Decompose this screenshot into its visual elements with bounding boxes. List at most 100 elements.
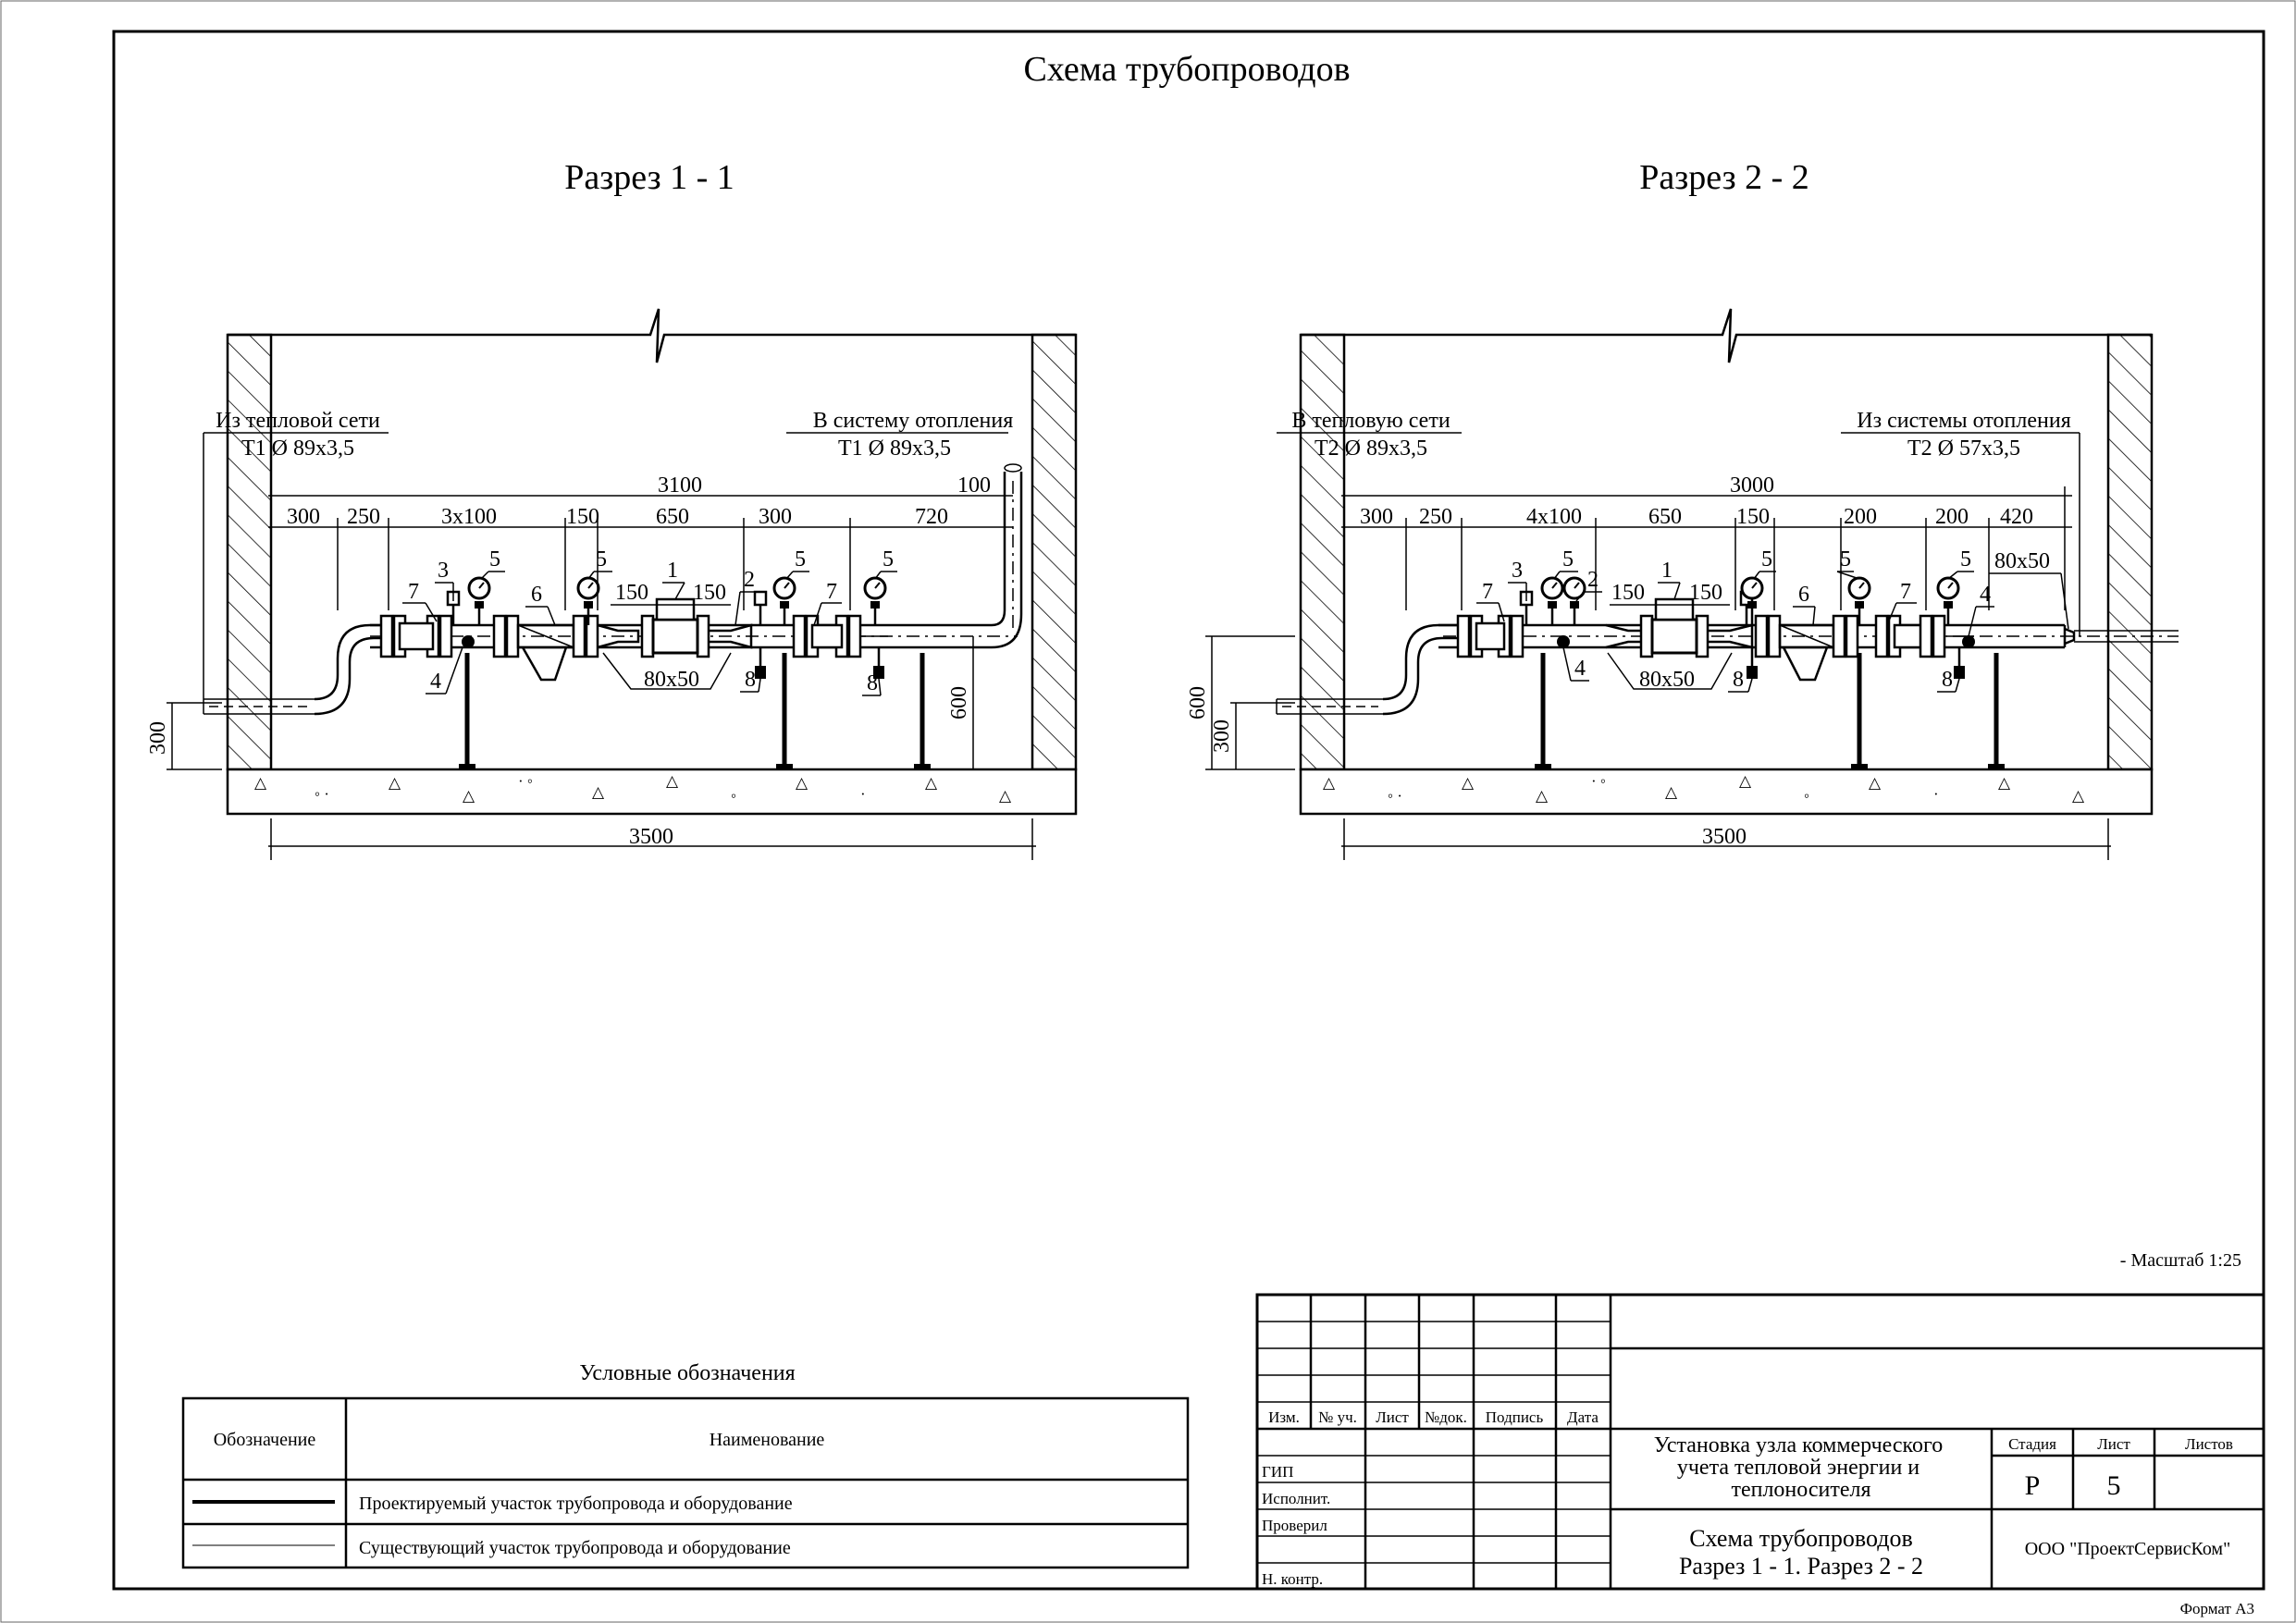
s2-dim-inner-1: 150: [1689, 581, 1722, 605]
svg-text:△: △: [1536, 787, 1549, 805]
svg-text:△: △: [389, 774, 401, 792]
svg-text:·: ·: [1933, 785, 1939, 803]
s2-dim-h-outer: 600: [1186, 686, 1210, 719]
s1-dim-ticks: [270, 486, 1006, 610]
s2-leaders: [1476, 571, 1994, 693]
s2-item-7a: 7: [1482, 580, 1493, 604]
svg-text:◦: ◦: [1804, 787, 1809, 805]
inlet-pipe-existing-2: [1276, 698, 1383, 715]
floor-aggregate-2: △◦ ·△ △· ◦△ △◦△ ·△△: [1323, 772, 2085, 805]
tb-sheets-label: Листов: [2185, 1435, 2233, 1453]
s1-item-7b: 7: [826, 580, 837, 604]
svg-text:△: △: [1998, 774, 2011, 792]
tb-stage-label: Стадия: [2008, 1435, 2056, 1453]
s2-outlet-pipe: Т2 Ø 57х3,5: [1907, 436, 2020, 461]
s1-dim-2: 3х100: [441, 505, 497, 529]
svg-text:△: △: [592, 783, 605, 801]
svg-text:△: △: [2072, 787, 2085, 805]
wall-right-2: [2106, 333, 2154, 771]
legend: Условные обозначения Обозначение Наимено…: [181, 1361, 1190, 1569]
s1-item-5d: 5: [883, 547, 894, 572]
scale-note: - Масштаб 1:25: [2120, 1250, 2241, 1271]
wall-right: [1031, 333, 1078, 771]
s2-item-3: 3: [1512, 559, 1523, 583]
svg-text:◦ ·: ◦ ·: [1388, 787, 1402, 805]
s2-dim-h-inner: 300: [1210, 719, 1234, 753]
s2-dim-inner-0: 150: [1611, 581, 1645, 605]
page-title: Схема трубопроводов: [1023, 50, 1350, 89]
section-2-title: Разрез 2 - 2: [1639, 158, 1809, 197]
svg-text:△: △: [925, 774, 938, 792]
s2-outlet-label: Из системы отопления: [1857, 409, 2070, 433]
section-1-title: Разрез 1 - 1: [564, 158, 734, 197]
s2-inlet-label: В тепловую сети: [1291, 409, 1450, 433]
svg-text:· ◦: · ◦: [518, 772, 533, 790]
s2-item-2: 2: [1587, 568, 1599, 592]
s1-dim-total: 3100: [658, 473, 702, 498]
tb-role-nkontr: Н. контр.: [1262, 1570, 1323, 1588]
s2-inlet-pipe: Т2 Ø 89х3,5: [1315, 436, 1427, 461]
tb-drawing-title-1: Схема трубопроводов: [1689, 1525, 1913, 1552]
s2-item-5a: 5: [1562, 547, 1574, 572]
s2-reducer-right: 80х50: [1994, 549, 2050, 573]
s1-dim-4: 650: [656, 505, 689, 529]
floor-slab: [226, 768, 1078, 816]
s2-item-4b: 4: [1980, 583, 1991, 607]
s1-dim-6: 720: [915, 505, 948, 529]
tb-h-podpis: Подпись: [1486, 1408, 1544, 1426]
s2-dim-6: 200: [1935, 505, 1969, 529]
s2-item-5d: 5: [1960, 547, 1971, 572]
s1-dim-h-right: 600: [947, 686, 971, 719]
s2-dim-5: 200: [1844, 505, 1877, 529]
floor-slab-2: [1299, 768, 2154, 816]
tb-role-proveril: Проверил: [1262, 1517, 1327, 1534]
svg-text:◦ ·: ◦ ·: [315, 785, 329, 803]
wall-left-2: [1299, 333, 1346, 771]
legend-row1-text: Проектируемый участок трубопровода и обо…: [359, 1494, 793, 1514]
svg-text:◦: ◦: [731, 787, 736, 805]
tb-stage: Р: [2025, 1470, 2041, 1501]
svg-text:△: △: [1869, 774, 1882, 792]
s2-dim-bottom: 3500: [1702, 825, 1747, 849]
tb-h-ndok: №док.: [1425, 1408, 1467, 1426]
svg-text:△: △: [1462, 774, 1475, 792]
s1-dim-3: 150: [566, 505, 599, 529]
s2-item-5b: 5: [1761, 547, 1772, 572]
section-1-1: Разрез 1 - 1 △◦ ·△ △· ◦△ △◦△ ·△△: [146, 158, 1078, 860]
tb-company: ООО "ПроектСервисКом": [2025, 1539, 2231, 1559]
s1-outlet-pipe: Т1 Ø 89х3,5: [838, 436, 951, 461]
s1-dim-riser: 100: [957, 473, 991, 498]
svg-text:· ◦: · ◦: [1591, 772, 1606, 790]
format-label: Формат А3: [2180, 1600, 2254, 1617]
s2-dim-2: 4х100: [1526, 505, 1582, 529]
s2-item-7b: 7: [1900, 580, 1911, 604]
title-block: Изм. № уч. Лист №док. Подпись Дата ГИП И…: [1255, 1293, 2265, 1617]
s2-dim-3: 650: [1648, 505, 1682, 529]
s2-item-5c: 5: [1840, 547, 1851, 572]
wall-left: [226, 333, 273, 771]
s1-dim-inner-0: 150: [615, 581, 648, 605]
tb-role-ispolnit: Исполнит.: [1262, 1490, 1330, 1507]
s1-item-2: 2: [744, 568, 755, 592]
s2-dim-ticks: [1343, 486, 2066, 610]
s1-item-5a: 5: [489, 547, 500, 572]
tb-h-nuch: № уч.: [1318, 1408, 1357, 1426]
legend-col2: Наименование: [710, 1430, 825, 1450]
s1-outlet-label: В систему отопления: [813, 409, 1014, 433]
s2-dim-1: 250: [1419, 505, 1452, 529]
tb-project: Установка узла коммерческого учета тепло…: [1654, 1433, 1949, 1502]
legend-row2-text: Существующий участок трубопровода и обор…: [359, 1538, 791, 1558]
s1-dim-h-left: 300: [146, 721, 170, 755]
s2-reducer: 80х50: [1639, 668, 1695, 692]
tb-h-izm: Изм.: [1268, 1408, 1300, 1426]
s2-item-8a: 8: [1733, 668, 1744, 692]
s2-item-6: 6: [1798, 583, 1809, 607]
s2-item-8b: 8: [1942, 668, 1953, 692]
s2-dim-7: 420: [2000, 505, 2033, 529]
s1-item-4: 4: [430, 670, 441, 694]
svg-text:△: △: [666, 772, 679, 790]
legend-title: Условные обозначения: [579, 1361, 795, 1385]
frame-border: [112, 30, 2265, 1591]
svg-text:△: △: [999, 787, 1012, 805]
s1-item-6: 6: [531, 583, 542, 607]
